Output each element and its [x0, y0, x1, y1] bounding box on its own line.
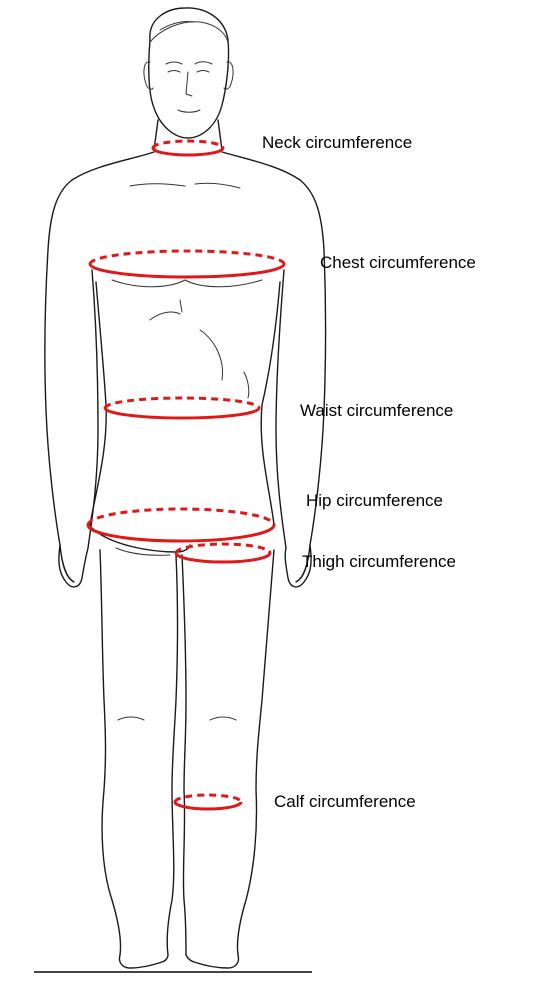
hip-ring	[88, 509, 274, 541]
chest-ring	[90, 251, 284, 277]
chest-circumference-label: Chest circumference	[320, 253, 476, 273]
neck-circumference-label: Neck circumference	[262, 133, 412, 153]
calf-circumference-label: Calf circumference	[274, 792, 416, 812]
waist-ring	[105, 398, 259, 418]
thigh-circumference-label: Thigh circumference	[302, 552, 456, 572]
hip-circumference-label: Hip circumference	[306, 491, 443, 511]
waist-circumference-label: Waist circumference	[300, 401, 453, 421]
thigh-ring	[176, 544, 270, 562]
neck-ring	[153, 141, 223, 155]
